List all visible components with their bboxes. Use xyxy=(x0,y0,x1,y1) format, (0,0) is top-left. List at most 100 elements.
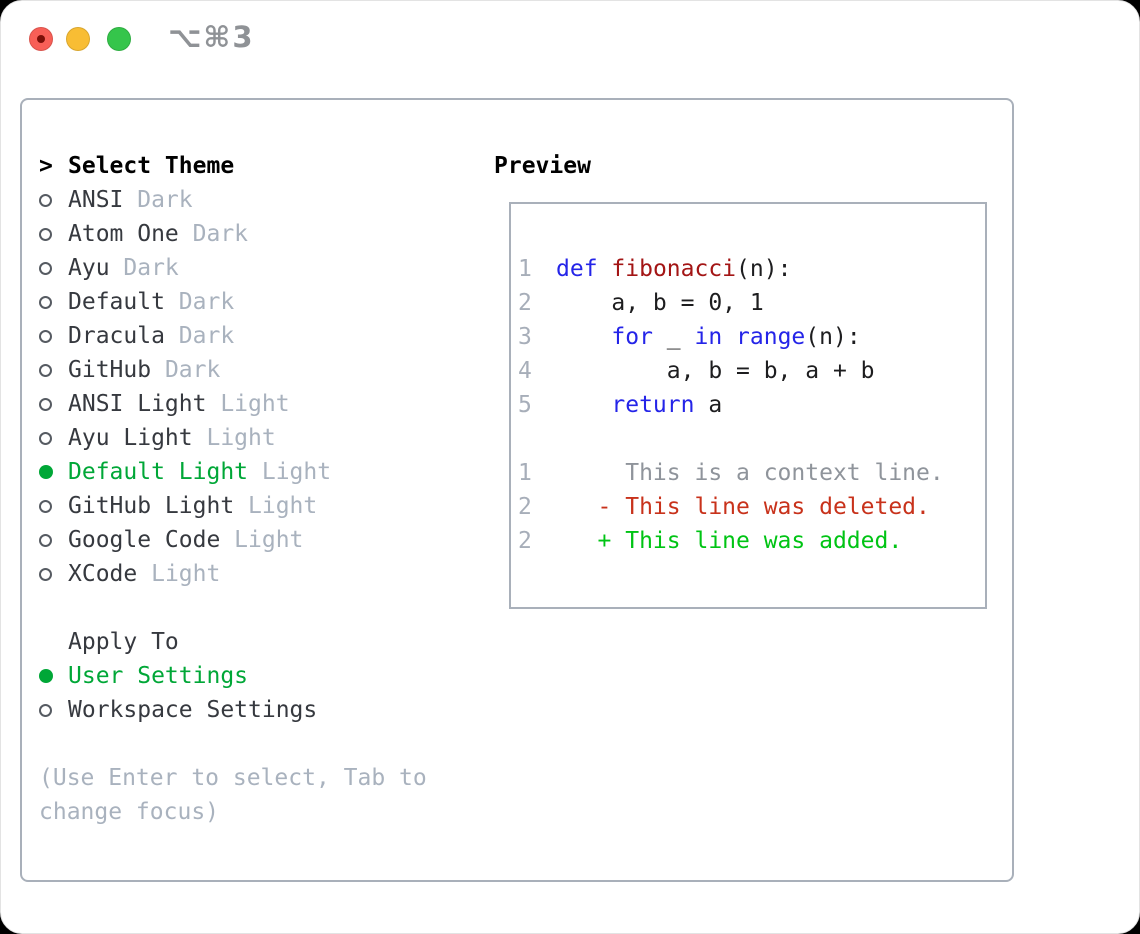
radio-icon xyxy=(39,567,68,581)
theme-name: Default Light xyxy=(68,459,249,485)
apply-to-option[interactable]: Workspace Settings xyxy=(39,693,451,727)
radio-icon xyxy=(39,329,68,343)
theme-name: GitHub Light xyxy=(68,493,235,519)
zoom-button[interactable] xyxy=(107,27,131,51)
theme-variant: Light xyxy=(248,493,318,519)
radio-icon xyxy=(39,193,68,207)
radio-icon xyxy=(39,533,68,547)
code-token xyxy=(722,324,736,350)
theme-name: Atom One xyxy=(68,221,179,247)
line-number: 1 xyxy=(518,460,532,486)
radio-icon xyxy=(39,431,68,445)
theme-name: GitHub xyxy=(68,357,152,383)
code-token: (n): xyxy=(736,256,792,282)
apply-to-header: Apply To xyxy=(39,625,451,659)
window-title: ⌥⌘3 xyxy=(168,20,255,54)
apply-to-label: User Settings xyxy=(68,663,249,689)
keyboard-hint: (Use Enter to select, Tab to change focu… xyxy=(39,765,427,825)
diff-line-context: 1 This is a context line. xyxy=(511,456,985,490)
theme-variant: Light xyxy=(220,391,290,417)
code-token xyxy=(556,392,611,418)
theme-name: Ayu xyxy=(68,255,110,281)
theme-name: Default xyxy=(68,289,165,315)
radio-icon xyxy=(39,261,68,275)
theme-variant: Dark xyxy=(178,323,235,349)
line-number: 3 xyxy=(518,324,532,350)
apply-to-option[interactable]: User Settings xyxy=(39,659,451,693)
theme-list-title: Select Theme xyxy=(68,153,235,179)
code-token: _ xyxy=(652,324,695,350)
code-token: in xyxy=(694,324,723,350)
theme-variant: Dark xyxy=(178,289,235,315)
preview-title: Preview xyxy=(494,153,591,179)
radio-icon xyxy=(39,295,68,309)
code-token: a, b = 0, 1 xyxy=(556,290,764,316)
theme-option[interactable]: Default Light Light xyxy=(39,455,451,489)
theme-option[interactable]: Atom One Dark xyxy=(39,217,451,251)
theme-variant: Light xyxy=(261,459,332,485)
titlebar: ⌥⌘3 xyxy=(1,1,1139,73)
theme-name: ANSI Light xyxy=(68,391,207,417)
code-token: for xyxy=(611,324,653,350)
theme-option[interactable]: Default Dark xyxy=(39,285,451,319)
code-token: return xyxy=(611,392,695,418)
line-number: 4 xyxy=(518,358,532,384)
code-token xyxy=(598,256,612,282)
code-line: 3 for _ in range(n): xyxy=(511,320,985,354)
code-line: 5 return a xyxy=(511,388,985,422)
spacer xyxy=(39,591,451,625)
line-number: 2 xyxy=(518,290,532,316)
code-content: def fibonacci(n): xyxy=(556,252,791,286)
theme-list-header: > Select Theme xyxy=(39,149,451,183)
minimize-button[interactable] xyxy=(66,27,90,51)
radio-icon xyxy=(39,499,68,513)
code-token: fibonacci xyxy=(611,256,737,282)
theme-name: XCode xyxy=(68,561,138,587)
line-number: 2 xyxy=(518,494,532,520)
theme-variant: Light xyxy=(234,527,304,553)
radio-icon xyxy=(39,227,68,241)
theme-option[interactable]: ANSI Light Light xyxy=(39,387,451,421)
code-content: return a xyxy=(556,388,722,422)
theme-option[interactable]: GitHub Light Light xyxy=(39,489,451,523)
code-token: a xyxy=(694,392,723,418)
radio-icon xyxy=(39,397,68,411)
theme-variant: Light xyxy=(206,425,276,451)
focus-caret-icon: > xyxy=(39,153,53,179)
close-button[interactable] xyxy=(29,27,53,51)
diff-content: This is a context line. xyxy=(556,460,944,486)
theme-option[interactable]: Ayu Dark xyxy=(39,251,451,285)
diff-content: + This line was added. xyxy=(556,528,903,554)
code-token xyxy=(556,324,611,350)
radio-icon xyxy=(39,703,68,717)
code-content: a, b = b, a + b xyxy=(556,354,875,388)
theme-variant: Dark xyxy=(164,357,221,383)
theme-option[interactable]: GitHub Dark xyxy=(39,353,451,387)
code-line: 2 a, b = 0, 1 xyxy=(511,286,985,320)
theme-name: ANSI xyxy=(68,187,124,213)
theme-variant: Dark xyxy=(123,255,179,281)
diff-content: - This line was deleted. xyxy=(556,494,930,520)
line-number: 2 xyxy=(518,528,532,554)
radio-selected-icon xyxy=(39,465,68,479)
code-line: 4 a, b = b, a + b xyxy=(511,354,985,388)
code-token: (n): xyxy=(805,324,861,350)
apply-to-label: Workspace Settings xyxy=(68,697,318,723)
code-line: 1 def fibonacci(n): xyxy=(511,252,985,286)
code-content: a, b = 0, 1 xyxy=(556,286,764,320)
theme-variant: Dark xyxy=(192,221,249,247)
radio-selected-icon xyxy=(39,669,68,683)
code-content: for _ in range(n): xyxy=(556,320,861,354)
line-number: 1 xyxy=(518,256,532,282)
